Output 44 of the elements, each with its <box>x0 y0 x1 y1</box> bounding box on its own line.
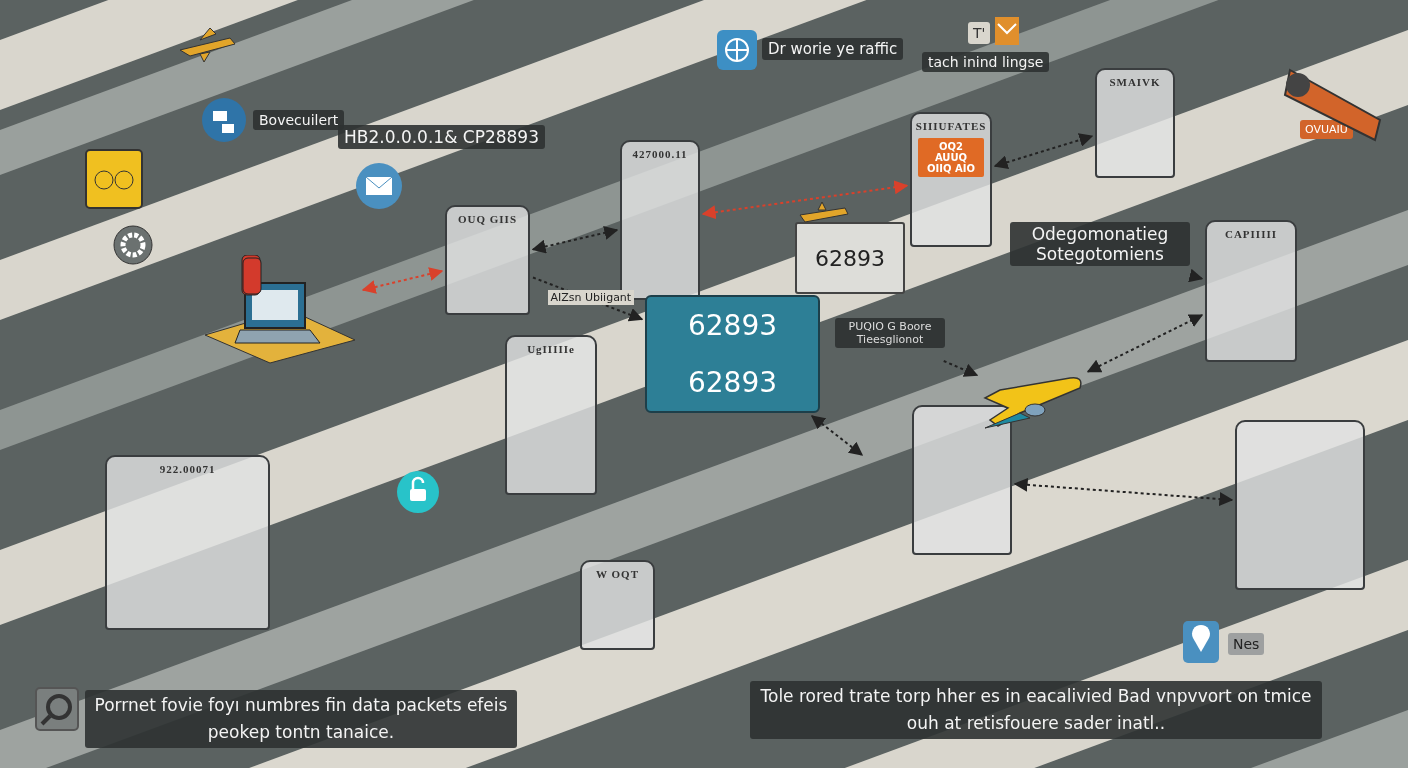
arrow <box>1086 314 1204 373</box>
annotation-text: Odegomonatieg Sotegotomiens <box>1010 222 1190 266</box>
arrow <box>531 226 619 254</box>
panel-heading: CAPIIIII <box>1225 228 1277 240</box>
panel-heading: SIIIUFATES <box>915 120 987 132</box>
number-text: 62893 <box>815 245 885 271</box>
display-panel <box>912 405 1012 555</box>
panel-heading: UgIIIIIe <box>527 343 575 355</box>
annotation-text: Bovecuilert <box>253 110 345 130</box>
panel-heading: OUQ GIIS <box>457 213 517 225</box>
display-panel <box>1205 220 1297 362</box>
arrow <box>1188 268 1204 283</box>
annotation-text: Dr worie ye raffic <box>762 38 904 60</box>
panel-heading: SMAIVK <box>1109 76 1161 88</box>
panel-heading: W OQT <box>596 568 639 580</box>
server-box <box>645 295 820 413</box>
arrow <box>1013 477 1234 507</box>
annotation-text: PUQIO G Boore Tieesglionot <box>835 318 945 348</box>
display-panel <box>445 205 530 315</box>
annotation-text: tach inind lingse <box>922 52 1050 72</box>
display-panel <box>580 560 655 650</box>
display-panel <box>1235 420 1365 590</box>
display-panel <box>1095 68 1175 178</box>
edge-label: AIZsn Ubiigant <box>547 290 635 306</box>
tag-text: Nes <box>1228 633 1265 655</box>
annotation-text: HB2.0.0.0.1& CP28893 <box>338 125 545 149</box>
arrow <box>361 267 444 294</box>
number-sign <box>795 222 905 294</box>
caption-text: Porrnet fovie foyı numbres fin data packets efeis peokep tontn tanaice. <box>85 690 517 749</box>
display-panel <box>505 335 597 495</box>
tag-text: OVUAIU <box>1300 120 1353 139</box>
arrow <box>701 180 909 220</box>
panel-heading: 922.00071 <box>159 463 216 475</box>
arrow <box>810 415 864 456</box>
tag-text: T' <box>968 22 991 44</box>
sign-text: OQ2 AUUQ OIIQ AIO <box>918 138 984 177</box>
display-panel <box>105 455 270 630</box>
panel-heading: 427000.11 <box>632 148 688 160</box>
number-text: 62893 <box>687 366 778 399</box>
caption-text: Tole rored trate torp hher es in eacalivied Bad vnpvvort on tmice ouh at retisfouere sader inatl.. <box>750 681 1322 740</box>
arrow <box>942 360 979 377</box>
display-panel <box>910 112 992 247</box>
arrow <box>993 133 1094 169</box>
number-text: 62893 <box>687 309 778 342</box>
